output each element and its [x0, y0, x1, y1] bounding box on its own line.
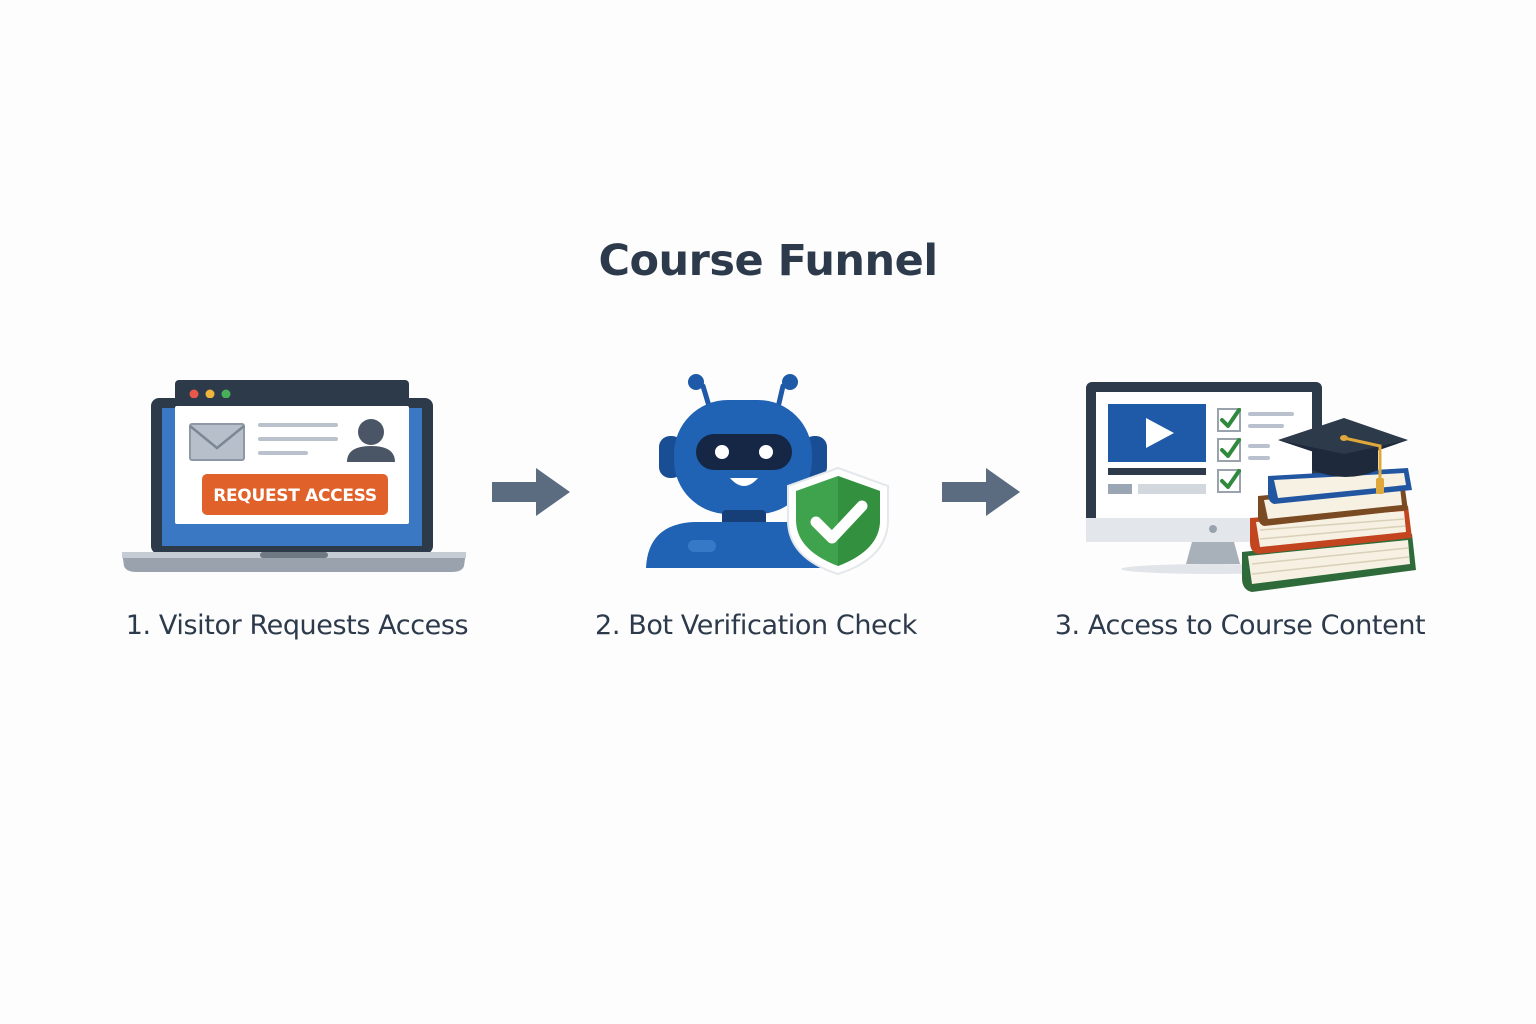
monitor-icon: [1086, 382, 1416, 592]
shield-check-icon: [787, 466, 889, 576]
graduation-cap-icon: [1278, 418, 1408, 494]
envelope-icon: [189, 423, 245, 461]
checklist-icon: [1217, 408, 1294, 493]
request-access-button-label: REQUEST ACCESS: [213, 486, 377, 506]
user-icon: [347, 419, 395, 462]
request-access-button[interactable]: REQUEST ACCESS: [202, 474, 388, 515]
step-3-label: 3. Access to Course Content: [1054, 610, 1426, 641]
arrow-right-icon: [942, 468, 1020, 516]
step-2-label: 2. Bot Verification Check: [595, 610, 917, 641]
laptop-icon: REQUEST ACCESS: [122, 380, 466, 572]
robot-icon: [646, 374, 889, 576]
books-icon: [1242, 468, 1416, 592]
page-title: Course Funnel: [598, 236, 938, 286]
arrow-right-icon: [492, 468, 570, 516]
step-1-label: 1. Visitor Requests Access: [125, 610, 469, 641]
play-icon[interactable]: [1108, 404, 1206, 462]
